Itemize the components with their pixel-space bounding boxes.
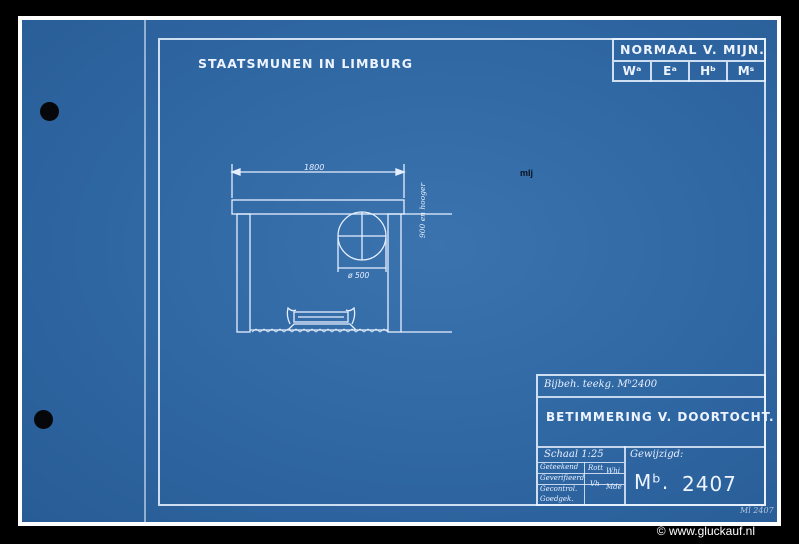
- initials-2: Whi: [606, 467, 620, 475]
- width-dimension-label: 1800: [304, 163, 324, 172]
- initials-1: Rott: [588, 464, 604, 472]
- cross-section-drawing: 1800 ø 500: [230, 163, 452, 333]
- row-verified: Geverifieerd: [540, 474, 585, 482]
- row-approved: Goedgek.: [540, 495, 574, 503]
- norm-cells: Wᵃ Eᵃ Hᵇ Mˢ: [614, 60, 764, 82]
- track-base: [287, 323, 357, 331]
- norm-title: NORMAAL V. MIJN.: [620, 42, 765, 57]
- floor-hatching: [251, 328, 389, 333]
- row-drawn: Geteekend: [540, 463, 579, 471]
- drawing-border: [158, 38, 766, 506]
- tb-row-3: [538, 484, 624, 485]
- row-checked: Gecontrol.: [540, 485, 578, 493]
- post-right: [387, 213, 402, 333]
- scale-label: Schaal 1:25: [544, 449, 604, 460]
- tb-line-2: [538, 446, 764, 448]
- cap-beam: [231, 199, 405, 215]
- tb-row-1: [538, 462, 624, 463]
- initials-3: Vh: [590, 480, 600, 488]
- tb-vline-mid: [624, 446, 626, 504]
- drawing-title: BETIMMERING V. DOORTOCHT.: [546, 410, 775, 424]
- norm-box: NORMAAL V. MIJN. Wᵃ Eᵃ Hᵇ Mˢ: [612, 38, 766, 82]
- track-sleeper: [293, 311, 349, 323]
- diameter-dimension-label: ø 500: [347, 271, 370, 280]
- changed-label: Gewijzigd:: [630, 449, 684, 460]
- center-mark-label: mlj: [520, 168, 534, 178]
- norm-cell-w: Wᵃ: [614, 62, 652, 82]
- punch-hole-top: [40, 102, 59, 121]
- copyright-watermark: © www.gluckauf.nl: [656, 524, 755, 538]
- tb-line-1: [538, 396, 764, 398]
- punch-hole-bottom: [34, 410, 53, 429]
- title-block: Bijbeh. teekg. Mᵇ2400 BETIMMERING V. DOO…: [536, 374, 774, 506]
- blueprint-sheet: STAATSMUNEN IN LIMBURG NORMAAL V. MIJN. …: [22, 20, 777, 522]
- post-left: [236, 213, 251, 333]
- binding-margin-line: [144, 20, 146, 522]
- drawing-number: 2407: [682, 472, 737, 496]
- drawing-number-prefix: Mᵇ.: [634, 470, 670, 494]
- rail-left-right: [286, 306, 356, 325]
- norm-cell-h: Hᵇ: [690, 62, 728, 82]
- dim-arrows: [230, 168, 406, 176]
- footer-drawing-number: Ml 2407: [740, 506, 774, 515]
- reference-drawing-label: Bijbeh. teekg. Mᵇ2400: [544, 379, 658, 390]
- height-dimension-label: 900 en hooger: [418, 182, 427, 238]
- tb-vline-sign: [584, 462, 585, 504]
- norm-cell-m: Mˢ: [737, 64, 755, 78]
- company-name: STAATSMUNEN IN LIMBURG: [198, 56, 413, 71]
- initials-4: Mde: [606, 483, 622, 491]
- norm-cell-e: Eᵃ: [652, 62, 690, 82]
- tb-row-2: [538, 473, 624, 474]
